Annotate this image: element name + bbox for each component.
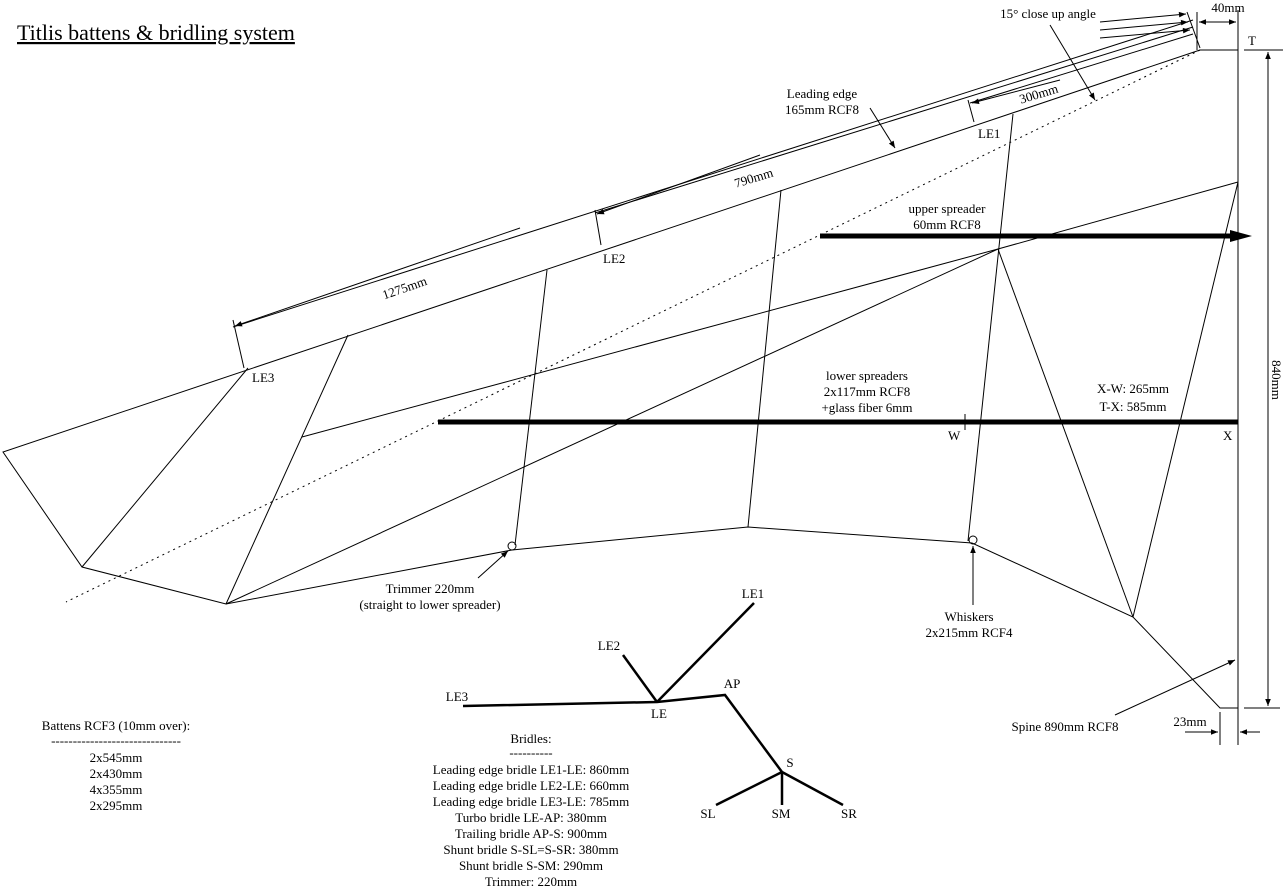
whiskers-label: Whiskers <box>944 609 993 624</box>
leading-edge-spec: 165mm RCF8 <box>785 102 859 117</box>
bridle-AP-label: AP <box>724 676 741 691</box>
bridle-item: Leading edge bridle LE3-LE: 785mm <box>433 794 629 809</box>
bridle-S-label: S <box>786 755 793 770</box>
battens-heading: Battens RCF3 (10mm over): <box>42 718 190 733</box>
bridle-le1 <box>656 602 755 703</box>
battens-separator: ------------------------------ <box>51 733 181 748</box>
arrow-790 <box>596 154 761 215</box>
battens-list: Battens RCF3 (10mm over): --------------… <box>42 718 190 813</box>
bridles-list: Bridles: ---------- Leading edge bridle … <box>433 731 629 889</box>
dim-line-300 <box>969 33 1194 104</box>
dotted-line <box>65 49 1201 603</box>
batten-item: 2x295mm <box>90 798 143 813</box>
bridle-le3-le-ap-s <box>462 693 784 773</box>
bridle-item: Turbo bridle LE-AP: 380mm <box>455 810 607 825</box>
dim-40-label: 40mm <box>1211 0 1244 15</box>
bridle-item: Trailing bridle AP-S: 900mm <box>455 826 607 841</box>
dim-840-label: 840mm <box>1269 360 1284 400</box>
tx-label: T-X: 585mm <box>1099 399 1166 414</box>
bridle-diagram: LE1 LE2 LE3 LE AP S SL SM SR <box>446 586 857 821</box>
bridle-SM-label: SM <box>772 806 791 821</box>
dim-line-790 <box>594 26 1194 214</box>
internal-lines <box>65 49 1239 618</box>
lower-spreaders-glass: +glass fiber 6mm <box>821 400 912 415</box>
upper-spreader-label: upper spreader <box>909 201 987 216</box>
battens <box>81 113 1014 605</box>
bridle-LE2-label: LE2 <box>598 638 620 653</box>
batten-item: 4x355mm <box>90 782 143 797</box>
trimmer-callout-arrow <box>477 550 509 579</box>
spine-callout-arrow <box>1114 659 1236 716</box>
point-LE2-label: LE2 <box>603 251 625 266</box>
xw-label: X-W: 265mm <box>1097 381 1169 396</box>
lower-spreaders-spec: 2x117mm RCF8 <box>824 384 911 399</box>
dim-23-label: 23mm <box>1173 714 1206 729</box>
closeup-callout-arrow <box>1049 24 1096 101</box>
batten-item: 2x430mm <box>90 766 143 781</box>
upper-spreader-arrow-icon <box>1230 230 1252 242</box>
bridle-SL-label: SL <box>700 806 715 821</box>
leading-edge-callout-arrow <box>869 107 896 149</box>
bridle-LE-label: LE <box>651 706 667 721</box>
point-W-label: W <box>948 428 961 443</box>
bridles-heading: Bridles: <box>510 731 551 746</box>
bridle-item: Shunt bridle S-SL=S-SR: 380mm <box>443 842 618 857</box>
leading-edge-label: Leading edge <box>787 86 858 101</box>
dim-line-1275 <box>232 19 1194 328</box>
bridle-item: Shunt bridle S-SM: 290mm <box>459 858 603 873</box>
whiskers-spec: 2x215mm RCF4 <box>925 625 1013 640</box>
diagram-title: Titlis battens & bridling system <box>17 20 295 45</box>
bridle-sr <box>781 770 844 807</box>
batten-item: 2x545mm <box>90 750 143 765</box>
point-X-label: X <box>1223 428 1233 443</box>
dim-300-label: 300mm <box>1017 81 1059 107</box>
point-LE3-label: LE3 <box>252 370 274 385</box>
point-T-label: T <box>1248 33 1256 48</box>
leading-edge <box>2 19 1238 709</box>
bridle-item: Trimmer: 220mm <box>485 874 577 889</box>
arrow-1275 <box>234 227 521 327</box>
whisker-ring-icon <box>968 535 978 545</box>
trimmer-note: (straight to lower spreader) <box>359 597 500 612</box>
trimmer-label: Trimmer 220mm <box>386 581 475 596</box>
bridle-sl <box>715 770 783 807</box>
bridle-item: Leading edge bridle LE2-LE: 660mm <box>433 778 629 793</box>
arrow-300 <box>971 79 1061 104</box>
upper-spreader-spec: 60mm RCF8 <box>913 217 981 232</box>
spine-label: Spine 890mm RCF8 <box>1012 719 1119 734</box>
point-LE1-label: LE1 <box>978 126 1000 141</box>
lower-spreaders-label: lower spreaders <box>826 368 908 383</box>
closeup-angle-label: 15° close up angle <box>1000 6 1096 21</box>
bridle-LE1-label: LE1 <box>742 586 764 601</box>
bridle-SR-label: SR <box>841 806 857 821</box>
bridle-item: Leading edge bridle LE1-LE: 860mm <box>433 762 629 777</box>
bridle-le2 <box>621 654 659 703</box>
bridles-separator: ---------- <box>509 745 552 760</box>
bridle-LE3-label: LE3 <box>446 689 468 704</box>
trimmer-ring-icon <box>507 541 517 551</box>
